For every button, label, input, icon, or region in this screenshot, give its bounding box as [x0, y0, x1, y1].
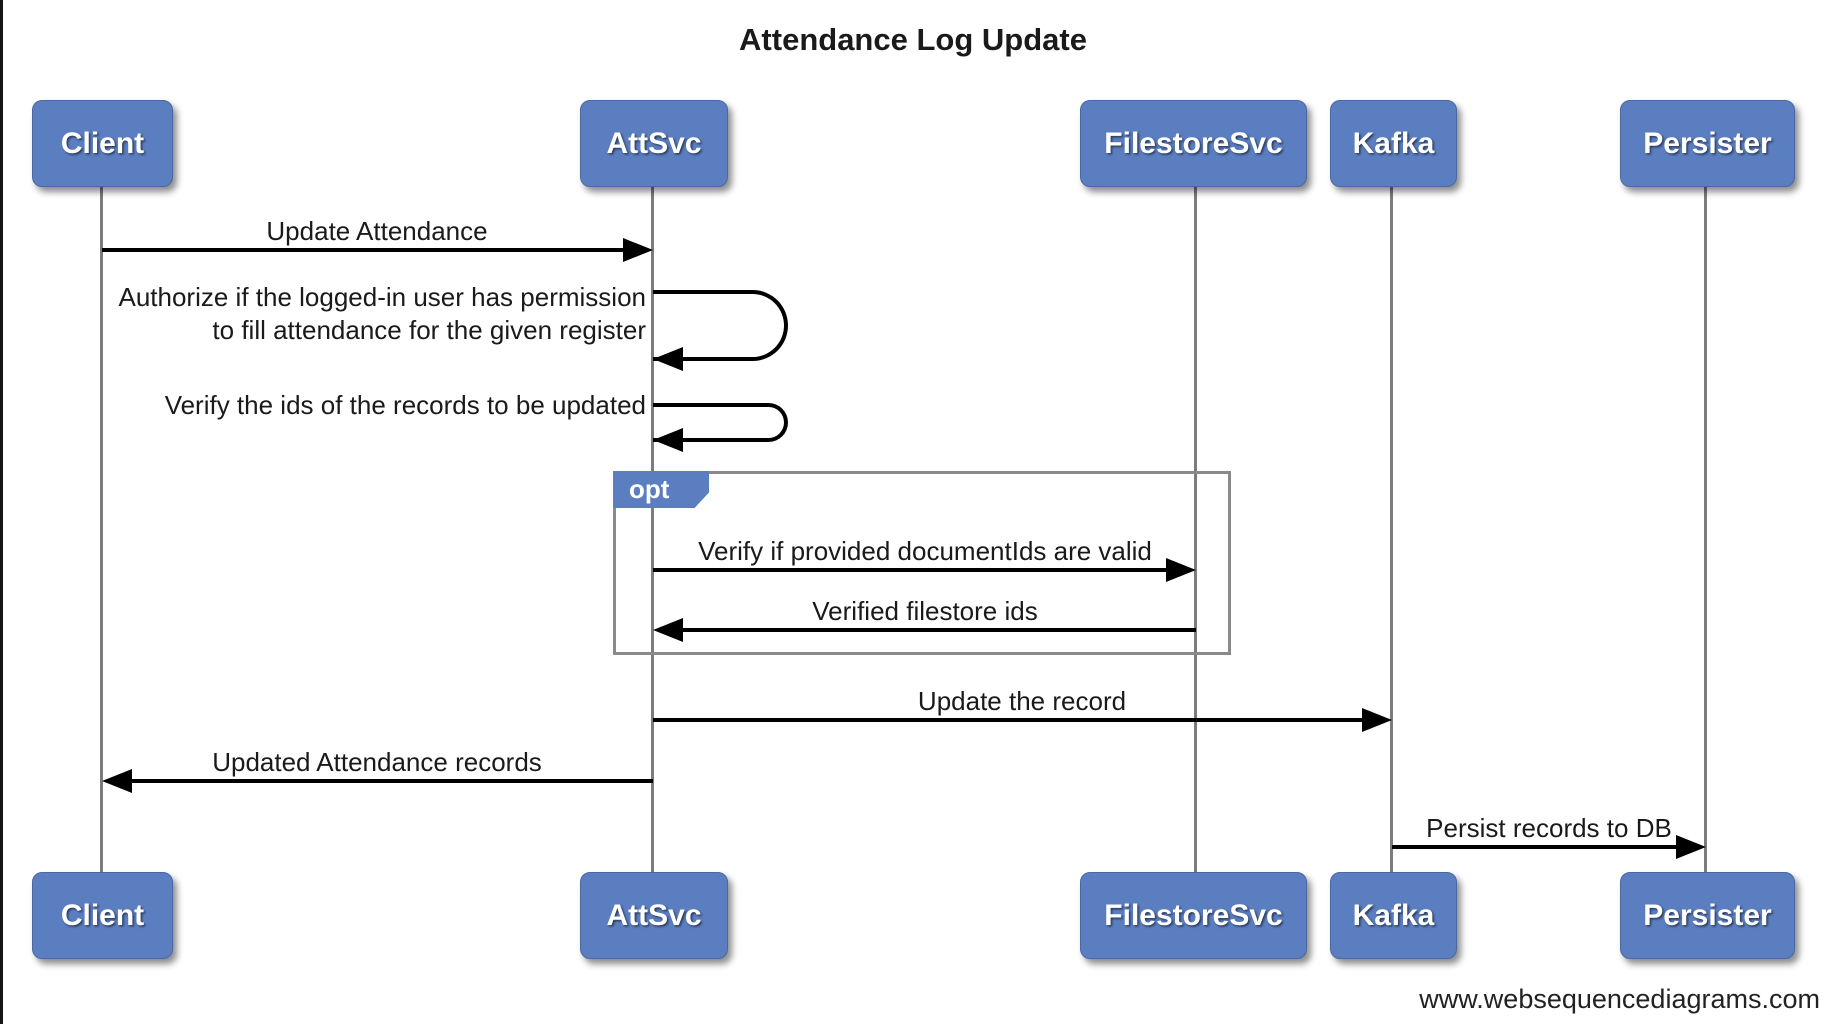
arrowhead-right-icon [623, 238, 653, 262]
arrowhead-left-icon [102, 769, 132, 793]
message-label-verified-filestore-ids: Verified filestore ids [812, 596, 1038, 626]
message-label-update-attendance: Update Attendance [266, 216, 488, 246]
watermark-websequencediagrams: www.websequencediagrams.com [1419, 984, 1820, 1014]
actor-label: Client [60, 126, 145, 160]
arrowhead-left-icon [653, 428, 683, 452]
actor-label: Kafka [1352, 126, 1435, 160]
message-label-persist-records: Persist records to DB [1426, 813, 1672, 843]
lifeline-client [100, 187, 103, 872]
actor-label: FilestoreSvc [1104, 126, 1283, 160]
message-line-persist-records [1392, 845, 1676, 849]
actor-box-client-bottom: Client [32, 872, 173, 959]
diagram-title: Attendance Log Update [739, 22, 1087, 57]
message-label-verify-documentids: Verify if provided documentIds are valid [698, 536, 1152, 566]
actor-label: Client [60, 898, 145, 932]
message-label-update-record: Update the record [917, 686, 1127, 716]
actor-box-persister-top: Persister [1620, 100, 1795, 187]
arrowhead-right-icon [1676, 835, 1706, 859]
message-line-verified-filestore-ids [683, 628, 1196, 632]
actor-label: Kafka [1352, 898, 1435, 932]
fragment-opt-badge: opt [613, 471, 709, 508]
actor-label: Persister [1643, 898, 1772, 932]
arrowhead-right-icon [1166, 558, 1196, 582]
lifeline-attsvc [651, 187, 654, 872]
arrowhead-left-icon [653, 347, 683, 371]
actor-label: AttSvc [606, 898, 702, 932]
actor-box-filestoresvc-top: FilestoreSvc [1080, 100, 1307, 187]
arrowhead-left-icon [653, 618, 683, 642]
actor-box-kafka-top: Kafka [1330, 100, 1457, 187]
message-label-authorize: Authorize if the logged-in user has perm… [118, 281, 646, 347]
message-line-verify-documentids [653, 568, 1168, 572]
message-label-updated-attendance-records: Updated Attendance records [212, 747, 542, 777]
actor-box-filestoresvc-bottom: FilestoreSvc [1080, 872, 1307, 959]
lifeline-filestoresvc [1194, 187, 1197, 872]
actor-box-attsvc-bottom: AttSvc [580, 872, 728, 959]
actor-box-client-top: Client [32, 100, 173, 187]
message-line-update-record [653, 718, 1362, 722]
message-line-updated-attendance-records [132, 779, 653, 783]
message-label-authorize-line1: Authorize if the logged-in user has perm… [118, 282, 646, 312]
lifeline-persister [1704, 187, 1707, 872]
actor-label: FilestoreSvc [1104, 898, 1283, 932]
message-label-verify-ids: Verify the ids of the records to be upda… [164, 390, 646, 420]
frame-border-left [0, 0, 3, 1024]
message-label-authorize-line2: to fill attendance for the given registe… [212, 315, 646, 345]
self-loop-authorize [653, 290, 788, 361]
actor-label: AttSvc [606, 126, 702, 160]
self-loop-verify-ids [653, 403, 788, 442]
actor-label: Persister [1643, 126, 1772, 160]
message-line-update-attendance [102, 248, 625, 252]
actor-box-kafka-bottom: Kafka [1330, 872, 1457, 959]
fragment-opt [613, 471, 1231, 655]
lifeline-kafka [1390, 187, 1393, 872]
arrowhead-right-icon [1362, 708, 1392, 732]
actor-box-attsvc-top: AttSvc [580, 100, 728, 187]
actor-box-persister-bottom: Persister [1620, 872, 1795, 959]
